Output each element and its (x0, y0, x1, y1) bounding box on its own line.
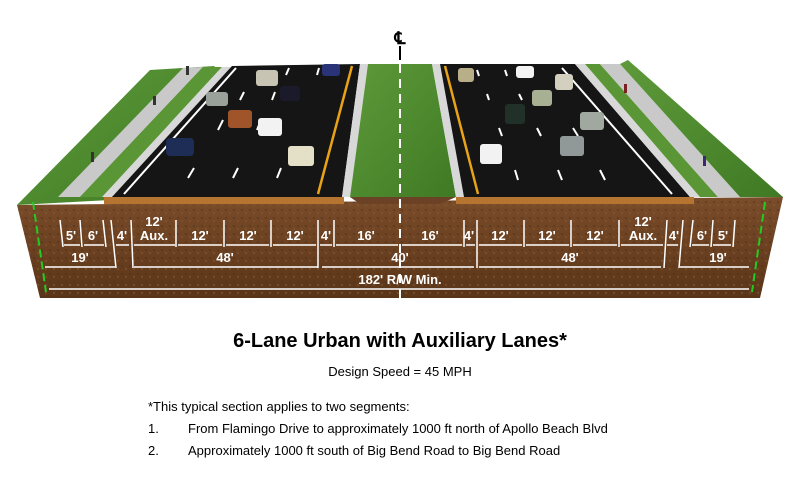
vehicles-left (166, 64, 340, 166)
dim-lane2-right: 12' (538, 228, 556, 243)
dim-lane2-left: 12' (239, 228, 257, 243)
dim-roadway-right: 48' (561, 250, 579, 265)
segment-text: From Flamingo Drive to approximately 100… (188, 421, 608, 436)
dim-sidewalk-left: 5' (66, 228, 76, 243)
dim-roadway-left: 48' (216, 250, 234, 265)
left-row-line (32, 201, 47, 293)
dim-lane1-right: 12' (491, 228, 509, 243)
left-base-course (104, 197, 344, 204)
right-base-course (456, 197, 694, 204)
dim-shoulder-left: 4' (321, 228, 331, 243)
dimension-labels-right: 16' 4' 12' 12' 12' 12' Aux. 4' 6' 5' 48'… (421, 214, 728, 265)
dim-lane1-left: 12' (191, 228, 209, 243)
median (350, 64, 456, 204)
segment-number: 1. (148, 421, 159, 436)
typical-section-diagram: ℄ (17, 29, 783, 300)
segment-number: 2. (148, 443, 159, 458)
segment-item: 2. Approximately 1000 ft south of Big Ben… (148, 443, 560, 458)
dim-lane3-right: 12' (586, 228, 604, 243)
dim-aux-lane-right: 12' (634, 214, 652, 229)
dim-grass-strip-right: 6' (697, 228, 707, 243)
vehicles-right (458, 66, 604, 164)
dimension-arrows (45, 244, 749, 290)
dim-shoulder-right: 4' (464, 228, 474, 243)
left-sidewalk (58, 67, 203, 197)
dimension-ticks (59, 219, 736, 269)
dim-lane3-left: 12' (286, 228, 304, 243)
dim-median-total: 40' (391, 250, 409, 265)
segments-note: *This typical section applies to two seg… (148, 399, 410, 414)
dim-aux-label-right: Aux. (629, 228, 657, 243)
dim-median-half-right: 16' (421, 228, 439, 243)
segment-item: 1. From Flamingo Drive to approximately 1… (148, 421, 608, 436)
dim-sidewalk-right: 5' (718, 228, 728, 243)
dimension-labels-left: 5' 6' 4' 12' Aux. 12' 12' 12' 4' 16' 19'… (66, 214, 375, 265)
right-roadway (432, 64, 694, 204)
dim-border-left: 19' (71, 250, 89, 265)
dim-border-right: 19' (709, 250, 727, 265)
right-row-line (751, 201, 766, 293)
centerline-symbol: ℄ (394, 29, 407, 48)
section-title: 6-Lane Urban with Auxiliary Lanes* (233, 330, 567, 352)
dim-aux-lane-left: 12' (145, 214, 163, 229)
dim-row-total: 182' R/W Min. (358, 272, 441, 287)
pedestrians (91, 66, 706, 166)
dim-grass-strip-left: 6' (88, 228, 98, 243)
dim-buffer-left: 4' (117, 228, 127, 243)
design-speed: Design Speed = 45 MPH (328, 364, 472, 379)
dim-median-half-left: 16' (357, 228, 375, 243)
centerline: ℄ (394, 29, 407, 300)
dim-aux-label-left: Aux. (140, 228, 168, 243)
dim-buffer-right: 4' (669, 228, 679, 243)
segment-text: Approximately 1000 ft south of Big Bend … (188, 443, 561, 458)
left-embankment (17, 66, 232, 205)
